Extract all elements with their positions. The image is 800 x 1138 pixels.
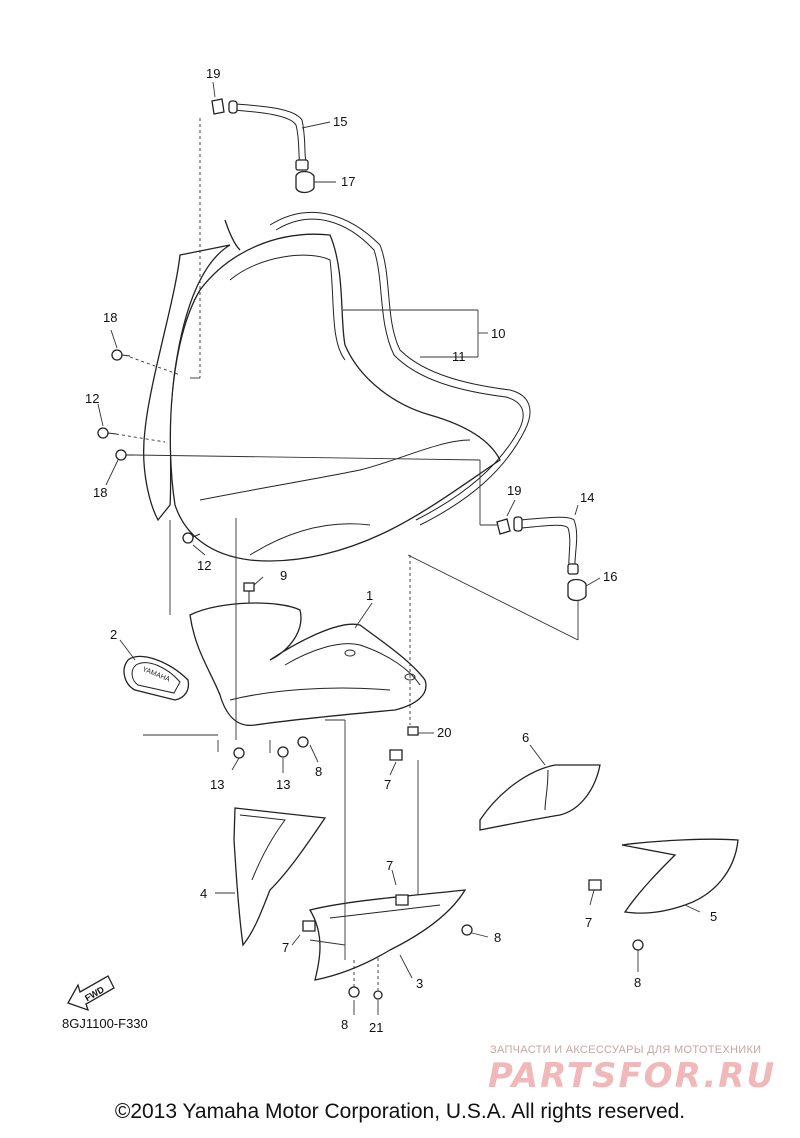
label-18-top: 18 bbox=[103, 310, 117, 325]
grommet-17 bbox=[295, 170, 315, 194]
label-leaders bbox=[97, 81, 701, 1015]
label-12-top: 12 bbox=[85, 391, 99, 406]
hose-14 bbox=[513, 516, 579, 575]
label-21: 21 bbox=[369, 1020, 383, 1035]
label-10: 10 bbox=[491, 326, 505, 341]
label-2: 2 bbox=[110, 627, 117, 642]
cover-6 bbox=[479, 764, 601, 831]
diagram-code: 8GJ1100-F330 bbox=[62, 1016, 148, 1031]
label-3: 3 bbox=[416, 976, 423, 991]
label-17: 17 bbox=[341, 174, 355, 189]
emblem-2: YAMAHA bbox=[123, 655, 190, 701]
cap-19-right bbox=[496, 518, 511, 535]
label-9: 9 bbox=[280, 568, 287, 583]
watermark-tagline: ЗАПЧАСТИ И АКСЕССУАРЫ ДЛЯ МОТОТЕХНИКИ bbox=[490, 1044, 762, 1056]
label-7-left: 7 bbox=[282, 940, 289, 955]
label-11: 11 bbox=[452, 349, 466, 364]
label-12-bottom: 12 bbox=[197, 558, 211, 573]
label-16: 16 bbox=[603, 569, 617, 584]
label-13-left: 13 bbox=[210, 777, 224, 792]
label-19-top: 19 bbox=[206, 66, 220, 81]
label-13-right: 13 bbox=[276, 777, 290, 792]
windshield bbox=[143, 219, 501, 562]
watermark-logo: PARTSFOR.RU bbox=[488, 1056, 777, 1096]
label-20: 20 bbox=[437, 725, 451, 740]
cover-5 bbox=[621, 838, 739, 914]
label-7-upper: 7 bbox=[384, 777, 391, 792]
trim-moulding bbox=[269, 211, 531, 526]
label-19-right: 19 bbox=[507, 483, 521, 498]
copyright-notice: ©2013 Yamaha Motor Corporation, U.S.A. A… bbox=[114, 1100, 686, 1123]
cap-19-top bbox=[211, 98, 225, 115]
label-1: 1 bbox=[366, 588, 373, 603]
label-8-far-right: 8 bbox=[634, 975, 641, 990]
label-5: 5 bbox=[710, 909, 717, 924]
label-8-bottom: 8 bbox=[341, 1017, 348, 1032]
grommet-16 bbox=[567, 578, 587, 602]
cover-4 bbox=[233, 807, 327, 947]
hose-15 bbox=[228, 100, 309, 171]
label-6: 6 bbox=[522, 730, 529, 745]
label-14: 14 bbox=[580, 490, 594, 505]
label-7-right: 7 bbox=[585, 915, 592, 930]
label-7-mid: 7 bbox=[386, 858, 393, 873]
cowling-1 bbox=[189, 602, 427, 726]
part-labels: 19 15 17 10 11 18 12 18 19 14 12 9 16 1 … bbox=[85, 66, 717, 1035]
fwd-arrow-icon: FWD bbox=[67, 975, 115, 1012]
fasteners bbox=[233, 582, 644, 1000]
panel-3 bbox=[308, 889, 467, 981]
leader-lines bbox=[115, 118, 579, 990]
screws-upper bbox=[97, 349, 201, 544]
label-4: 4 bbox=[200, 886, 207, 901]
label-18-bottom: 18 bbox=[93, 485, 107, 500]
label-15: 15 bbox=[333, 114, 347, 129]
label-8-right: 8 bbox=[494, 930, 501, 945]
label-8-upper: 8 bbox=[315, 764, 322, 779]
